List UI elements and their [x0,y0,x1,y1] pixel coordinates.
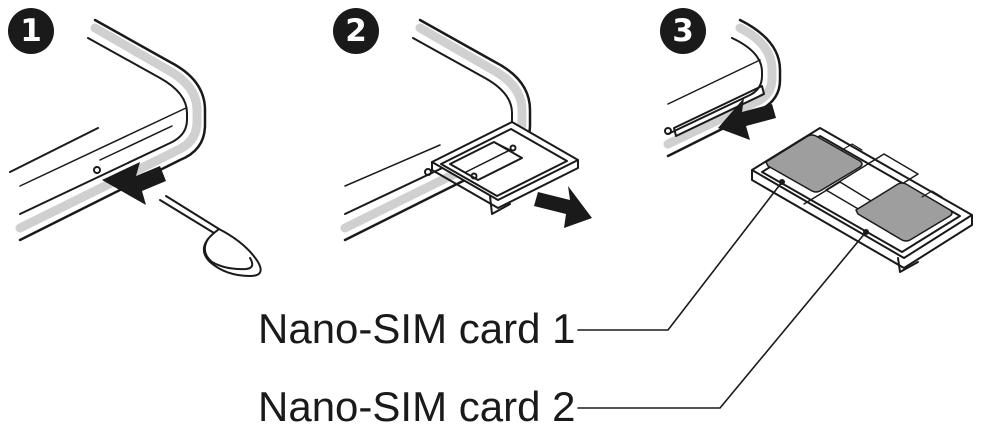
leader-line-card-2 [577,231,867,409]
arrow-insert-pin [102,162,166,205]
phone-corner-step-1 [9,18,207,242]
step-2-badge: 2 [333,8,379,54]
step-3-badge: 3 [660,8,706,54]
nano-sim-card-2 [855,182,953,242]
leader-line-card-1 [577,181,783,331]
callout-nano-sim-card-2: Nano-SIM card 2 [258,383,576,430]
arrow-insert-tray [718,98,776,140]
callout-nano-sim-card-1: Nano-SIM card 1 [258,305,576,352]
nano-sim-card-1 [765,134,863,193]
phone-corner-step-3 [663,18,782,158]
ejection-pin [159,195,262,277]
arrow-pull-tray [534,186,592,228]
sim-tray-step-2 [431,121,579,215]
step-1-badge: 1 [8,8,54,54]
